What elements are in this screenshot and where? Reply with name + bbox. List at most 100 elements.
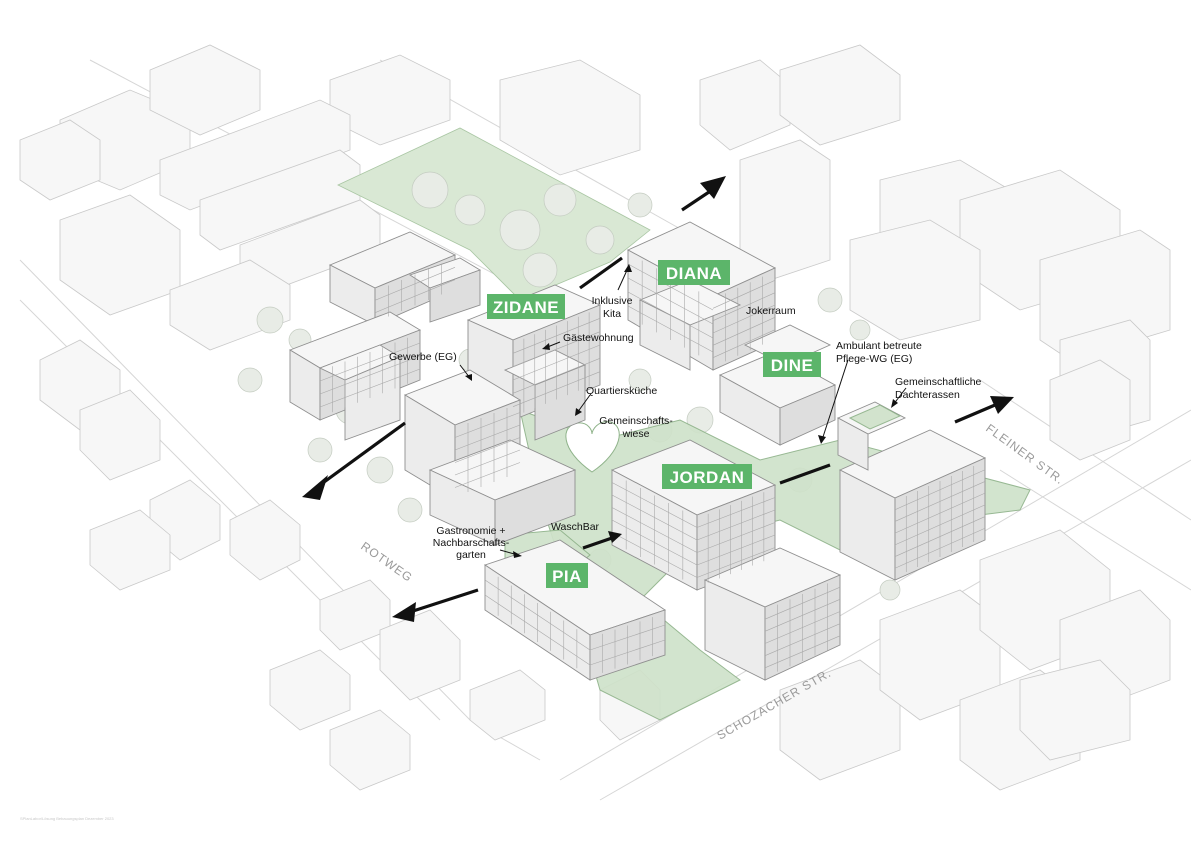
label-zidane: ZIDANE [487, 294, 565, 319]
floor-line [454, 449, 521, 476]
floor-line [611, 494, 698, 541]
annotation-gemeinschaftswiese-2: wiese [622, 428, 650, 440]
floor-line [454, 437, 521, 463]
floor-line [374, 267, 456, 301]
leader-lines [459, 264, 907, 558]
floor-line [319, 342, 421, 382]
footer-credit: SPlanLabor/Lösung Bebauungsplan Dezember… [20, 816, 114, 821]
floor-line [589, 639, 666, 666]
svg-text:ZIDANE: ZIDANE [493, 298, 559, 317]
floor-line [894, 528, 986, 569]
label-diana: DIANA [658, 260, 730, 285]
arrow-east [954, 403, 996, 424]
floor-line [611, 532, 698, 578]
label-jordan: JORDAN [662, 464, 752, 489]
floor-line [712, 304, 776, 334]
floor-line [454, 462, 521, 488]
floor-line [764, 599, 841, 632]
floor-line [611, 482, 698, 528]
annotation-quartierskueche: Quartiersküche [586, 385, 657, 397]
floor-line [589, 624, 666, 651]
floor-line [374, 279, 456, 313]
floor-line [894, 492, 986, 534]
facade-windows [319, 260, 986, 673]
svg-text:DIANA: DIANA [666, 264, 722, 283]
arrow-waschbar [582, 536, 613, 550]
annotation-pflege-wg: Ambulant betreute [836, 340, 922, 352]
floor-line [627, 305, 714, 353]
annotation-dachterassen-2: Dachterassen [895, 389, 960, 401]
floor-line [764, 623, 841, 656]
floor-line [764, 611, 841, 644]
floor-line [627, 291, 714, 339]
floor-line [712, 280, 776, 309]
arrow-jordan-east [779, 463, 831, 485]
floor-line [712, 292, 776, 321]
floor-line [764, 586, 841, 620]
floor-line [764, 635, 841, 669]
annotation-gastronomie: Gastronomie + [436, 525, 505, 537]
floor-line [894, 504, 986, 546]
context-buildings [19, 44, 1171, 791]
annotation-gaestewohnung: Gästewohnung [563, 332, 634, 344]
arrow-north [681, 188, 713, 212]
svg-text:PIA: PIA [552, 567, 582, 586]
annotation-dachterassen: Gemeinschaftliche [895, 376, 982, 388]
arrowhead-south-west [392, 602, 416, 622]
floor-line [894, 469, 986, 510]
label-pia: PIA [546, 563, 588, 588]
floor-line [696, 534, 776, 566]
building-west [288, 311, 422, 441]
arrow-zidane-diana [579, 256, 623, 290]
arrow-south-west [409, 588, 479, 614]
annotation-inklusive-kita: Inklusive [592, 295, 633, 307]
arrowhead-north [700, 176, 726, 199]
floor-line [894, 516, 986, 557]
annotation-jokerraum: Jokerraum [746, 305, 796, 317]
floor-line [512, 331, 601, 367]
building-middle-west [403, 369, 577, 546]
floor-line [627, 277, 714, 325]
annotation-pflege-wg-2: Pflege-WG (EG) [836, 353, 912, 365]
annotation-waschbar: WaschBar [551, 521, 600, 533]
annotation-gewerbe: Gewerbe (EG) [389, 351, 457, 363]
floor-line [611, 519, 698, 566]
trees [237, 171, 901, 601]
svg-text:JORDAN: JORDAN [670, 468, 745, 487]
street-rotweg: ROTWEG [358, 539, 415, 585]
floor-line [512, 371, 601, 407]
floor-line [512, 318, 601, 354]
floor-line [627, 263, 714, 311]
floor-line [696, 497, 776, 528]
floor-line [319, 368, 421, 408]
label-dine: DINE [763, 352, 821, 377]
building-south-east [703, 547, 842, 681]
floor-line [712, 329, 776, 358]
svg-text:DINE: DINE [771, 356, 814, 375]
floor-line [894, 481, 986, 522]
floor-line [696, 547, 776, 578]
annotation-gastronomie-3: garten [456, 549, 486, 561]
floor-line [454, 412, 521, 438]
arrow-west [319, 421, 406, 487]
floor-line [319, 355, 421, 395]
arrowhead-east [990, 396, 1014, 414]
arrowhead-waschbar [608, 531, 622, 543]
floor-line [512, 344, 601, 381]
annotation-gastronomie-2: Nachbarschafts- [433, 537, 510, 549]
floor-line [712, 317, 776, 346]
floor-line [454, 424, 521, 451]
floor-line [696, 522, 776, 553]
annotation-inklusive-kita-2: Kita [603, 308, 621, 320]
arrowhead-west [302, 475, 328, 500]
heart-icon [565, 421, 620, 473]
floor-line [512, 358, 601, 394]
movement-arrows [302, 176, 1014, 622]
floor-line [484, 594, 591, 666]
annotation-gemeinschaftswiese: Gemeinschafts- [599, 415, 673, 427]
floor-line [484, 579, 591, 651]
park-area [337, 127, 651, 301]
floor-line [696, 509, 776, 541]
floor-line [611, 507, 698, 553]
